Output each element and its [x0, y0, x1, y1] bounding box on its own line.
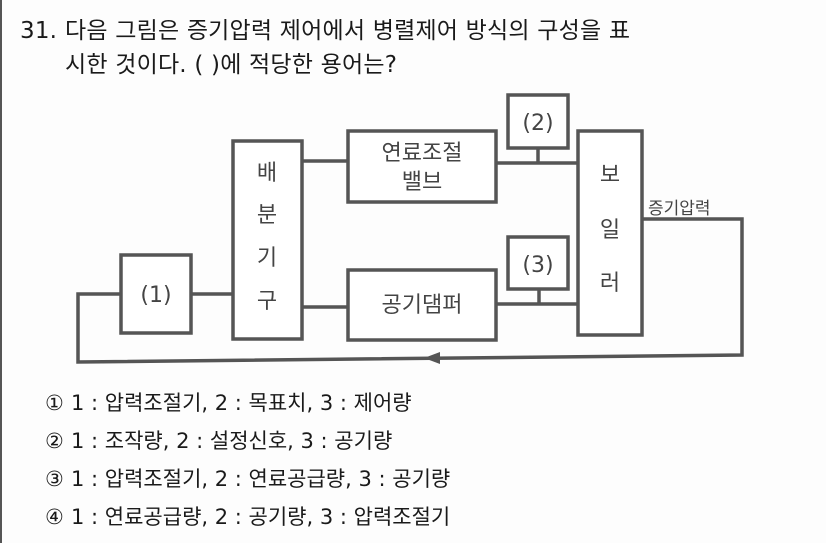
answer-options: ① 1 : 압력조절기, 2 : 목표치, 3 : 제어량 ② 1 : 조작량, 2…	[45, 384, 450, 536]
option-3[interactable]: ③ 1 : 압력조절기, 2 : 연료공급량, 3 : 공기량	[45, 460, 450, 498]
fuel-valve-box	[346, 129, 498, 204]
distributor-label-char: 분	[257, 203, 277, 228]
blank-2-label: (2)	[522, 111, 553, 136]
fuel-valve-label-line-1: 연료조절	[382, 141, 463, 166]
output-label: 증기압력	[648, 199, 711, 219]
distributor-label-char: 기	[257, 246, 277, 271]
option-3-text: 1 : 압력조절기, 2 : 연료공급량, 3 : 공기량	[71, 467, 451, 491]
blank-2-box	[506, 93, 570, 150]
fuel-valve-label-line-2: 밸브	[402, 170, 442, 195]
question-number: 31.	[20, 18, 58, 44]
option-3-mark: ③	[45, 467, 64, 491]
option-2-text: 1 : 조작량, 2 : 설정신호, 3 : 공기량	[71, 429, 393, 453]
option-4-text: 1 : 연료공급량, 2 : 공기량, 3 : 압력조절기	[71, 505, 451, 529]
option-1[interactable]: ① 1 : 압력조절기, 2 : 목표치, 3 : 제어량	[45, 384, 450, 422]
option-2[interactable]: ② 1 : 조작량, 2 : 설정신호, 3 : 공기량	[45, 422, 450, 460]
option-4-mark: ④	[45, 505, 64, 529]
boiler-box	[576, 129, 644, 337]
question-text-line-1: 다음 그림은 증기압력 제어에서 병렬제어 방식의 구성을 표	[65, 18, 631, 44]
option-2-mark: ②	[45, 429, 64, 453]
question-line-1: 31. 다음 그림은 증기압력 제어에서 병렬제어 방식의 구성을 표	[20, 14, 630, 48]
feedback-arrow-icon	[424, 352, 440, 364]
question: 31. 다음 그림은 증기압력 제어에서 병렬제어 방식의 구성을 표 시한 것이…	[20, 14, 630, 82]
distributor-box	[231, 139, 304, 341]
blank-1-box	[119, 253, 193, 335]
distributor-label-char: 구	[257, 289, 277, 314]
blank-1-label: (1)	[140, 283, 171, 308]
boiler-label-char: 일	[600, 218, 620, 243]
blank-3-box	[506, 235, 570, 291]
wire-feedback-loop	[76, 217, 744, 364]
question-text-line-2: 시한 것이다. ( )에 적당한 용어는?	[65, 52, 398, 78]
distributor-label-char: 배	[257, 161, 277, 186]
boiler-label-char: 보	[600, 163, 620, 188]
option-4[interactable]: ④ 1 : 연료공급량, 2 : 공기량, 3 : 압력조절기	[45, 498, 450, 536]
option-1-text: 1 : 압력조절기, 2 : 목표치, 3 : 제어량	[71, 391, 412, 415]
air-damper-box	[346, 268, 498, 342]
air-damper-label: 공기댐퍼	[382, 293, 463, 318]
blank-3-label: (3)	[522, 253, 553, 278]
option-1-mark: ①	[45, 391, 64, 415]
boiler-label-char: 러	[600, 271, 620, 296]
